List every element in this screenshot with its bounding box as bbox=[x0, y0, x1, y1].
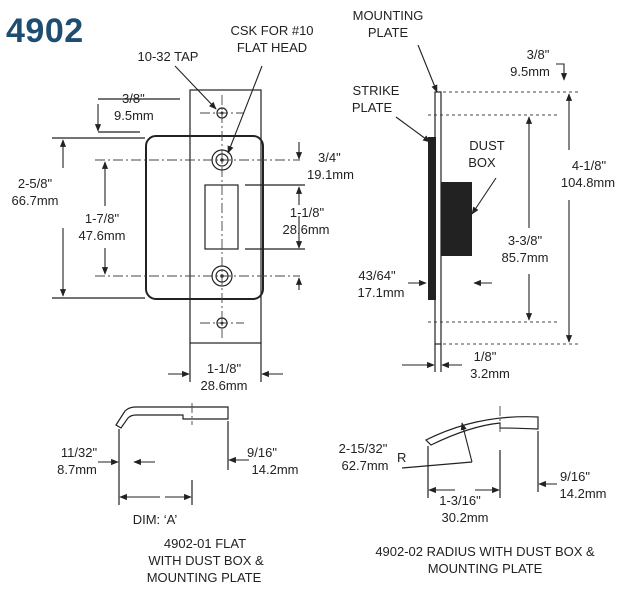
front-top-offset-mm: 9.5mm bbox=[114, 108, 154, 123]
hole-spacing-mm: 47.6mm bbox=[79, 228, 126, 243]
csk-label-line1: CSK FOR #10 bbox=[230, 23, 313, 38]
radius-leader bbox=[401, 461, 473, 469]
strike-plate-leader bbox=[395, 116, 431, 143]
width-in: 1-1/8" bbox=[207, 361, 242, 376]
flat-caption-line2: WITH DUST BOX & bbox=[148, 553, 264, 568]
flat-view: 11/32" 8.7mm 9/16" 14.2mm DIM: ‘A’ 4902-… bbox=[57, 403, 298, 585]
flat-lip-mm: 8.7mm bbox=[57, 462, 97, 477]
model-number: 4902 bbox=[6, 12, 84, 50]
side-top-offset-mm: 9.5mm bbox=[510, 64, 550, 79]
csk-leader bbox=[227, 65, 263, 154]
flat-strike-profile bbox=[115, 406, 229, 429]
radius-mm: 62.7mm bbox=[342, 458, 389, 473]
front-mounting-plate bbox=[189, 89, 262, 344]
mounting-plate-line1: MOUNTING bbox=[353, 8, 424, 23]
side-top-offset-leader bbox=[556, 63, 568, 81]
side-overall-height-in: 4-1/8" bbox=[572, 158, 607, 173]
tap-leader bbox=[174, 65, 217, 110]
dust-box-leader bbox=[471, 177, 497, 215]
radius-symbol: R bbox=[397, 450, 406, 465]
front-top-offset-in: 3/8" bbox=[122, 91, 145, 106]
radius-lip-mm: 30.2mm bbox=[442, 510, 489, 525]
side-strike-plate bbox=[428, 137, 436, 300]
opening-height-mm: 28.6mm bbox=[283, 222, 330, 237]
overall-height-in: 2-5/8" bbox=[18, 176, 53, 191]
radius-depth-in: 9/16" bbox=[560, 469, 590, 484]
dust-box bbox=[441, 182, 472, 256]
width-mm: 28.6mm bbox=[201, 378, 248, 393]
overall-height-mm: 66.7mm bbox=[12, 193, 59, 208]
flat-lip-in: 11/32" bbox=[61, 445, 98, 460]
front-strike-plate bbox=[145, 135, 264, 300]
mounting-plate-line2: PLATE bbox=[368, 25, 409, 40]
csk-label-line2: FLAT HEAD bbox=[237, 40, 307, 55]
radius-arrow bbox=[460, 422, 473, 463]
plate-thickness-mm: 3.2mm bbox=[470, 366, 510, 381]
strike-plate-line1: STRIKE bbox=[353, 83, 400, 98]
dim-a-label: DIM: ‘A’ bbox=[133, 512, 178, 527]
opening-height-in: 1-1/8" bbox=[290, 205, 325, 220]
radius-caption-line1: 4902-02 RADIUS WITH DUST BOX & bbox=[375, 544, 595, 559]
radius-caption-line2: MOUNTING PLATE bbox=[428, 561, 543, 576]
side-overall-height-mm: 104.8mm bbox=[561, 175, 615, 190]
front-view: 10-32 TAP CSK FOR #10 FLAT HEAD 3/8" 9.5… bbox=[12, 23, 354, 393]
hole-to-opening-mm: 19.1mm bbox=[307, 167, 354, 182]
latch-opening bbox=[204, 184, 239, 250]
strike-thickness-mm: 17.1mm bbox=[358, 285, 405, 300]
radius-view: 2-15/32" 62.7mm R 1-3/16" 30.2mm 9/16" 1… bbox=[339, 406, 607, 576]
strike-thickness-in: 43/64" bbox=[358, 268, 396, 283]
flat-caption-line1: 4902-01 FLAT bbox=[164, 536, 246, 551]
mounting-plate-leader bbox=[417, 44, 438, 93]
dust-box-line1: DUST bbox=[469, 138, 504, 153]
radius-lip-in: 1-3/16" bbox=[439, 493, 481, 508]
radius-strike-profile bbox=[424, 416, 539, 446]
box-height-mm: 85.7mm bbox=[502, 250, 549, 265]
tap-label: 10-32 TAP bbox=[138, 49, 199, 64]
side-top-offset-in: 3/8" bbox=[527, 47, 550, 62]
radius-in: 2-15/32" bbox=[339, 441, 388, 456]
flat-depth-in: 9/16" bbox=[247, 445, 277, 460]
radius-depth-mm: 14.2mm bbox=[560, 486, 607, 501]
hole-to-opening-in: 3/4" bbox=[318, 150, 341, 165]
plate-thickness-in: 1/8" bbox=[474, 349, 497, 364]
box-height-in: 3-3/8" bbox=[508, 233, 543, 248]
hole-spacing-in: 1-7/8" bbox=[85, 211, 120, 226]
flat-depth-mm: 14.2mm bbox=[252, 462, 299, 477]
dust-box-line2: BOX bbox=[468, 155, 496, 170]
side-view: MOUNTING PLATE STRIKE PLATE DUST BOX 3/8… bbox=[352, 8, 615, 381]
strike-plate-line2: PLATE bbox=[352, 100, 393, 115]
flat-caption-line3: MOUNTING PLATE bbox=[147, 570, 262, 585]
